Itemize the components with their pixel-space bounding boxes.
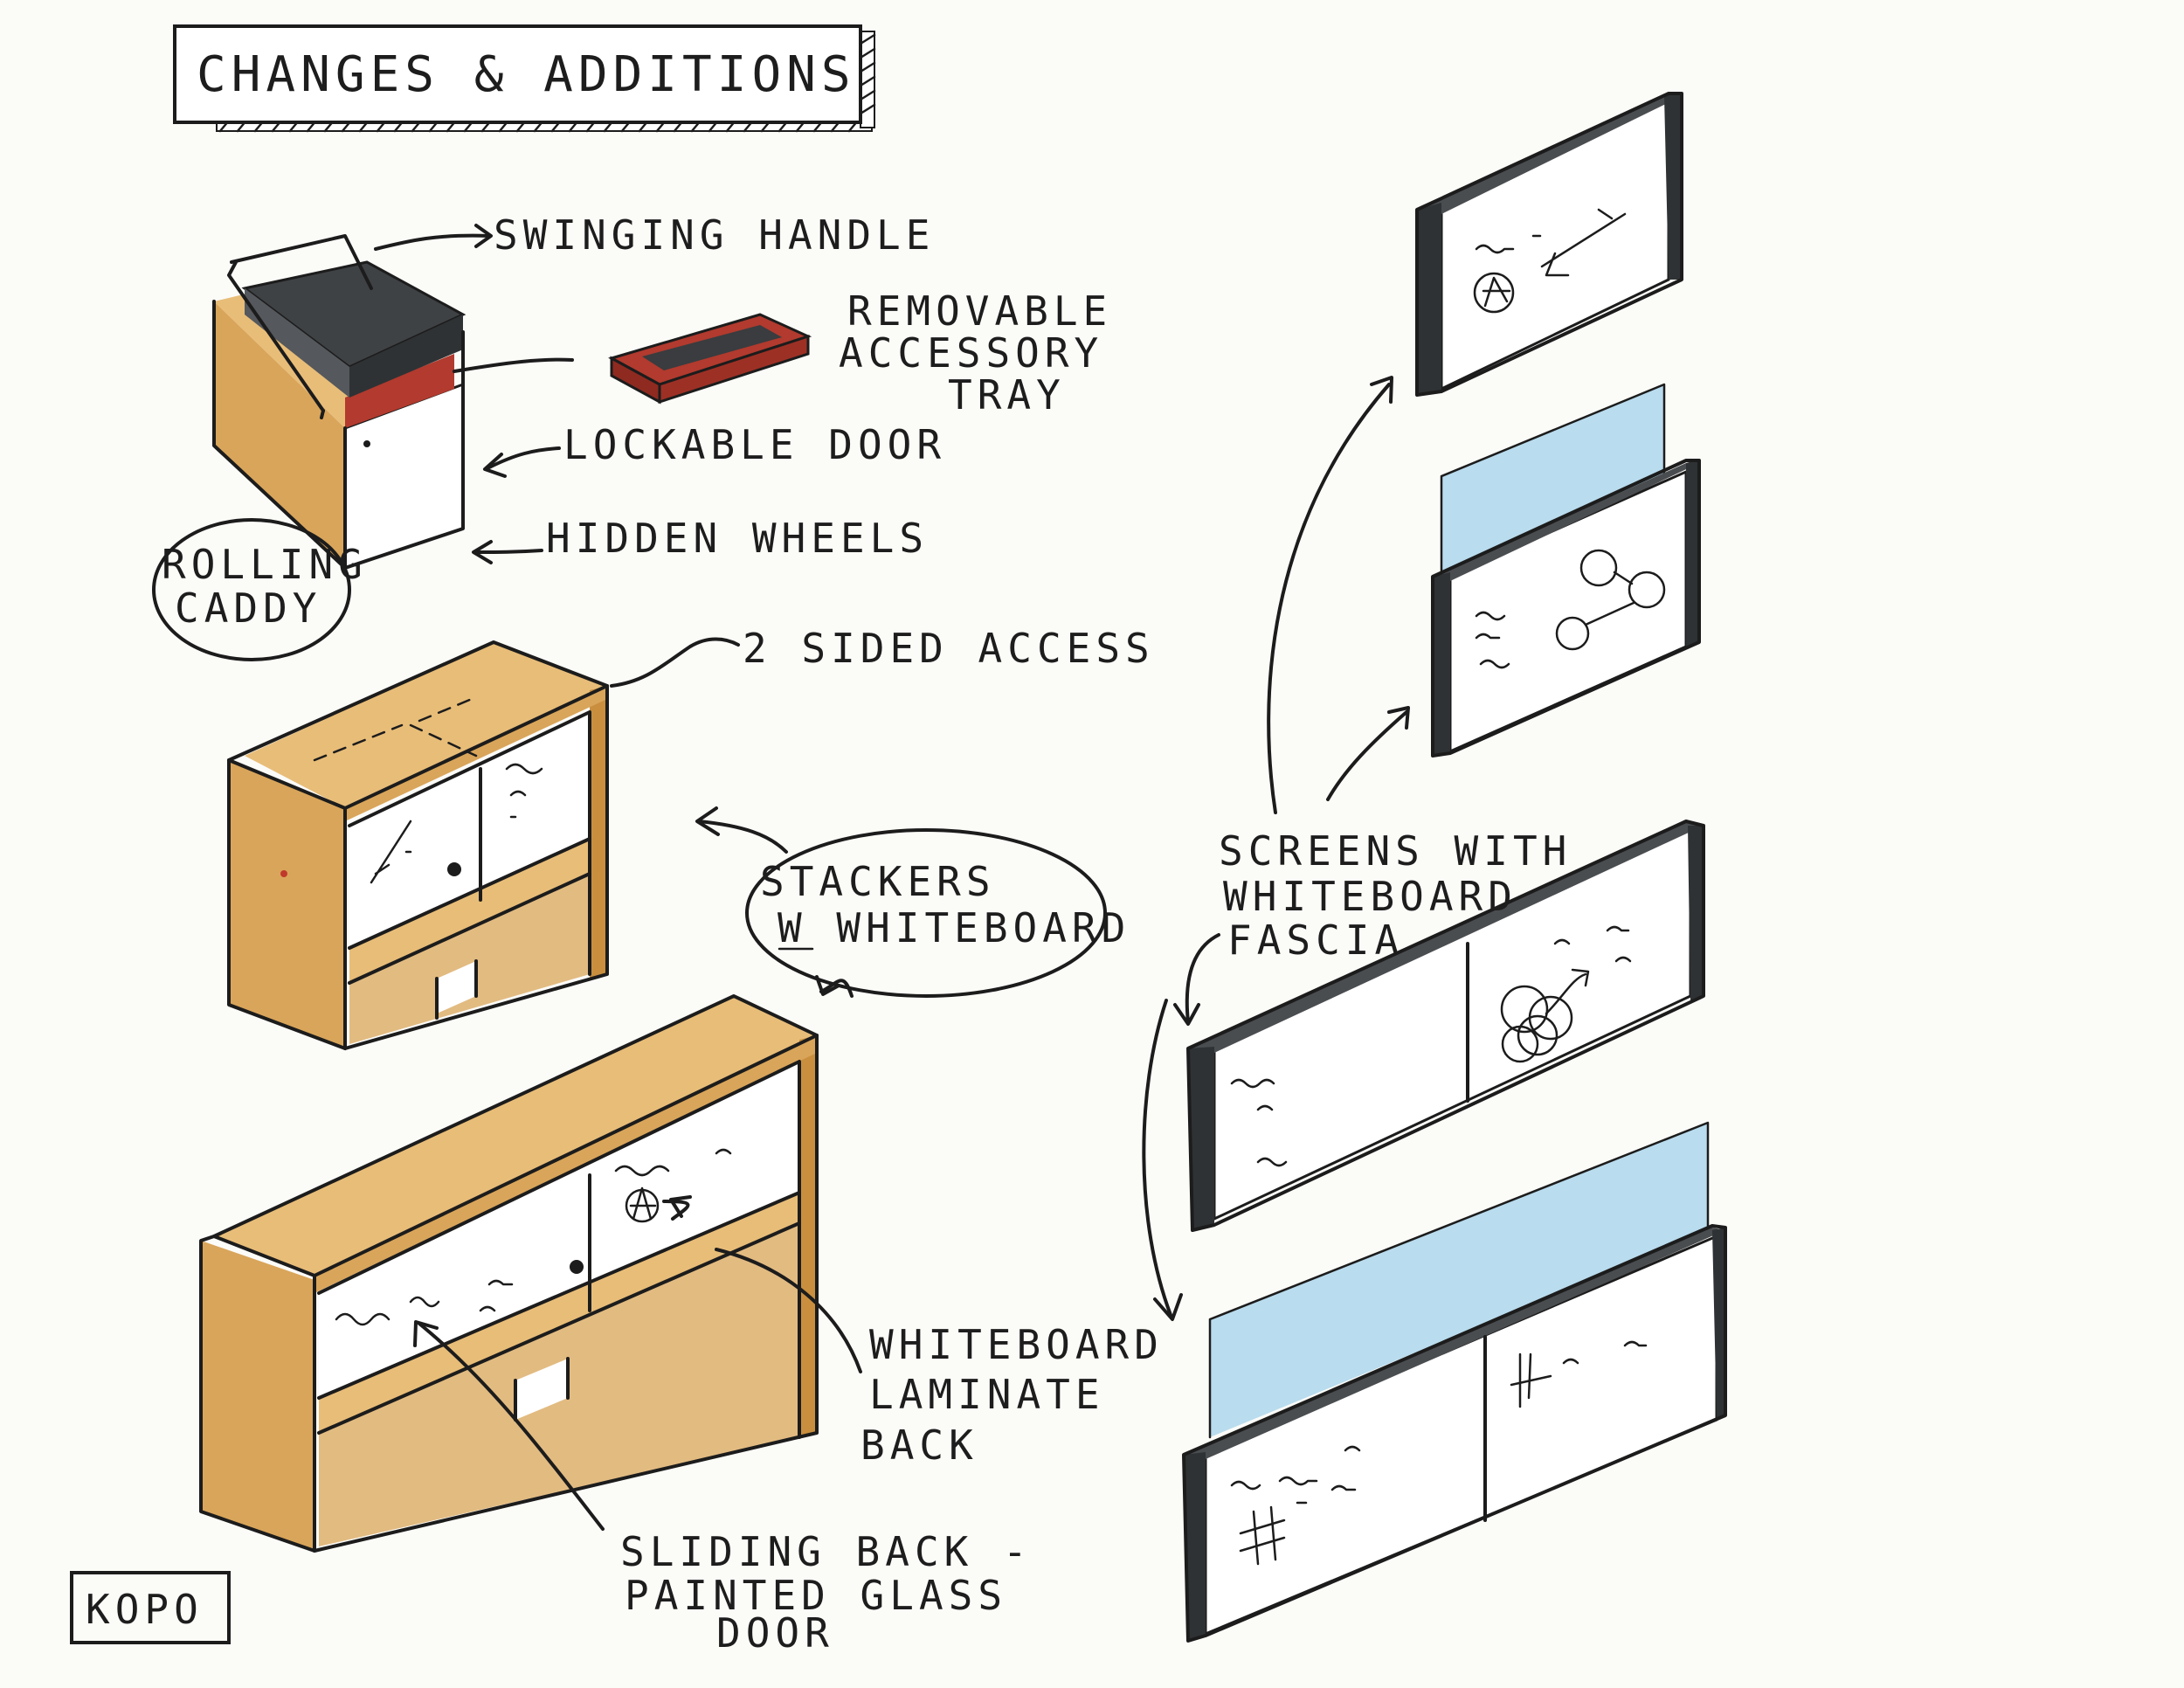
label-whiteboard-1: WHITEBOARD xyxy=(869,1321,1164,1368)
title-box: CHANGES & ADDITIONS xyxy=(173,24,876,133)
label-lockable-door: LOCKABLE DOOR xyxy=(563,421,946,468)
signature-box: KOPO xyxy=(70,1571,231,1644)
label-screens-3: FASCIA xyxy=(1227,917,1404,964)
label-removable-2: ACCESSORY xyxy=(839,329,1103,377)
label-rolling: ROLLING xyxy=(162,541,368,588)
caddy-annotations: SWINGING HANDLE REMOVABLE ACCESSORY TRAY… xyxy=(152,211,1112,661)
label-swinging-handle: SWINGING HANDLE xyxy=(494,211,935,259)
label-screens-2: WHITEBOARD xyxy=(1223,873,1517,920)
label-hidden-wheels: HIDDEN WHEELS xyxy=(546,515,929,562)
accessory-tray-sketch xyxy=(608,313,812,405)
signature-text: KOPO xyxy=(86,1586,204,1633)
screen-2-sketch xyxy=(1431,383,1701,758)
label-removable-1: REMOVABLE xyxy=(847,287,1112,335)
large-stacker-sketch xyxy=(199,994,819,1553)
screen-3-sketch xyxy=(1186,820,1705,1232)
label-whiteboard-2: LAMINATE xyxy=(869,1371,1105,1418)
large-stacker-annotations: WHITEBOARD LAMINATE BACK SLIDING BACK - … xyxy=(413,1195,1164,1657)
label-removable-3: TRAY xyxy=(948,371,1066,419)
small-stacker-sketch xyxy=(227,640,609,1050)
stackers-annotation: STACKERS W WHITEBOARD xyxy=(695,806,1130,998)
two-sided-access-annotation: 2 SIDED ACCESS xyxy=(610,625,1155,688)
label-screens-1: SCREENS WITH xyxy=(1219,827,1572,875)
label-whiteboard-3: BACK xyxy=(860,1422,978,1469)
screens-annotation: SCREENS WITH WHITEBOARD FASCIA xyxy=(1142,376,1572,1321)
rolling-caddy-sketch xyxy=(212,234,467,571)
screen-4-sketch xyxy=(1182,1121,1727,1643)
label-sliding-2: PAINTED GLASS xyxy=(625,1572,1007,1619)
label-sliding-3: DOOR xyxy=(716,1609,834,1657)
label-stackers-1: STACKERS xyxy=(760,858,996,905)
label-two-sided-access: 2 SIDED ACCESS xyxy=(743,625,1155,672)
screen-1-sketch xyxy=(1415,92,1683,397)
label-caddy: CADDY xyxy=(175,585,321,632)
label-stackers-2: W WHITEBOARD xyxy=(778,904,1130,951)
label-sliding-1: SLIDING BACK - xyxy=(620,1528,1033,1575)
page-title: CHANGES & ADDITIONS xyxy=(197,46,856,103)
